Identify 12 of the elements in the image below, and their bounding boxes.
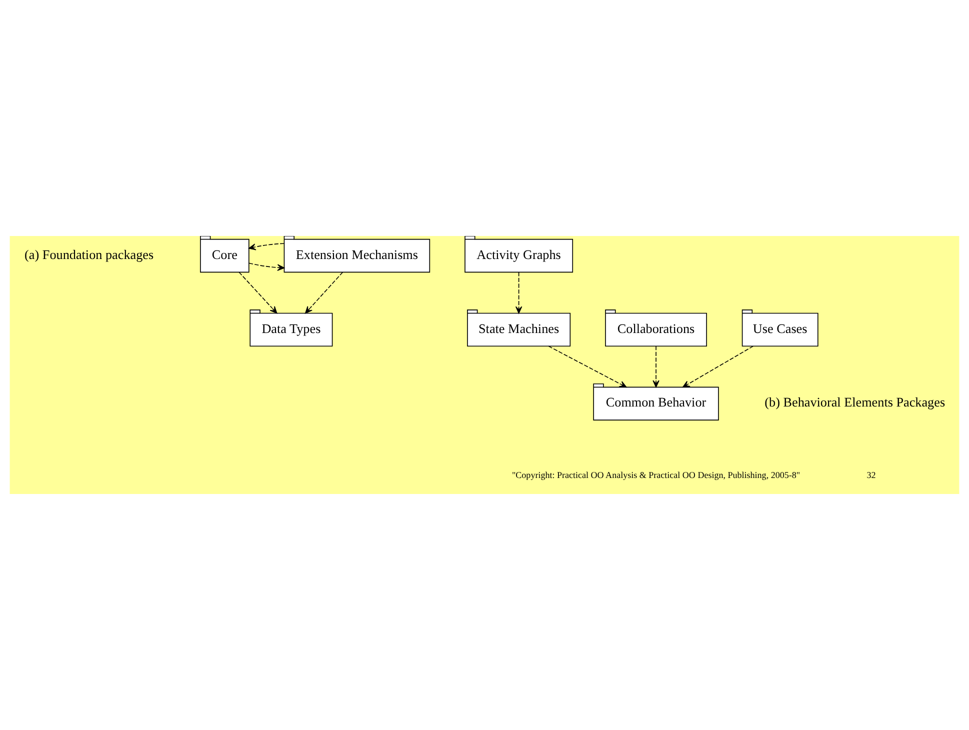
label: (b) Behavioral Elements Packages [764, 394, 946, 410]
arrow [248, 243, 285, 250]
arrow [548, 346, 627, 388]
label: 32 [866, 470, 876, 480]
arrow [682, 346, 754, 388]
arrow [652, 346, 660, 388]
label: (a) Foundation packages [24, 246, 154, 262]
arrow [238, 272, 278, 314]
arrow [515, 272, 522, 314]
arrow [305, 272, 344, 314]
arrow [248, 262, 285, 271]
label: "Copyright: Practical OO Analysis & Practical OO Design, Publishing, 2005-8" [512, 470, 800, 480]
